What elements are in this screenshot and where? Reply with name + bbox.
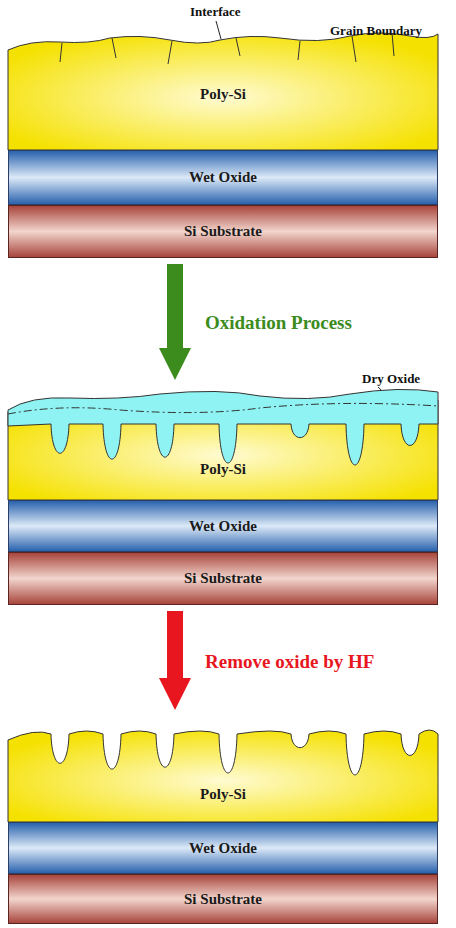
process-label: Oxidation Process <box>205 312 352 334</box>
poly-si-shape <box>8 718 438 822</box>
si-substrate-layer: Si Substrate <box>8 552 438 605</box>
layer-label: Poly-Si <box>8 786 438 803</box>
wet-oxide-layer: Wet Oxide <box>8 150 438 205</box>
layer-label: Wet Oxide <box>9 518 437 535</box>
layer-label: Si Substrate <box>9 891 437 908</box>
grain-boundary-line <box>168 41 172 64</box>
dry-oxide-label: Dry Oxide <box>362 371 420 387</box>
poly-si-body <box>8 730 438 822</box>
original-interface-line <box>8 403 438 414</box>
grain-boundary-line <box>60 43 62 62</box>
poly-si-body <box>8 33 438 150</box>
wet-oxide-layer: Wet Oxide <box>8 500 438 552</box>
layer-label: Wet Oxide <box>9 169 437 186</box>
grain-boundary-line <box>236 38 240 56</box>
layer-label: Si Substrate <box>9 223 437 240</box>
process-arrow <box>167 611 183 678</box>
process-arrow <box>167 264 183 348</box>
layer-label: Wet Oxide <box>9 840 437 857</box>
grain-boundary-line <box>112 38 116 58</box>
interface-label: Interface <box>190 4 241 20</box>
layer-label: Si Substrate <box>9 570 437 587</box>
interface-leader <box>216 21 221 39</box>
layer-label: Poly-Si <box>8 86 438 103</box>
grain-boundary-label: Grain Boundary <box>330 23 422 39</box>
si-substrate-layer: Si Substrate <box>8 205 438 258</box>
grain-boundary-line <box>352 36 356 62</box>
process-label: Remove oxide by HF <box>205 651 374 673</box>
poly-si-layer: Poly-Si <box>8 388 438 500</box>
poly-si-layer: Poly-Si <box>8 30 438 150</box>
dry-oxide-shape <box>8 389 438 465</box>
poly-si-shape <box>8 388 438 500</box>
poly-si-layer: Poly-Si <box>8 718 438 822</box>
grain-boundary-line <box>298 41 300 60</box>
si-substrate-layer: Si Substrate <box>8 874 438 924</box>
layer-label: Poly-Si <box>8 461 438 478</box>
wet-oxide-layer: Wet Oxide <box>8 822 438 874</box>
